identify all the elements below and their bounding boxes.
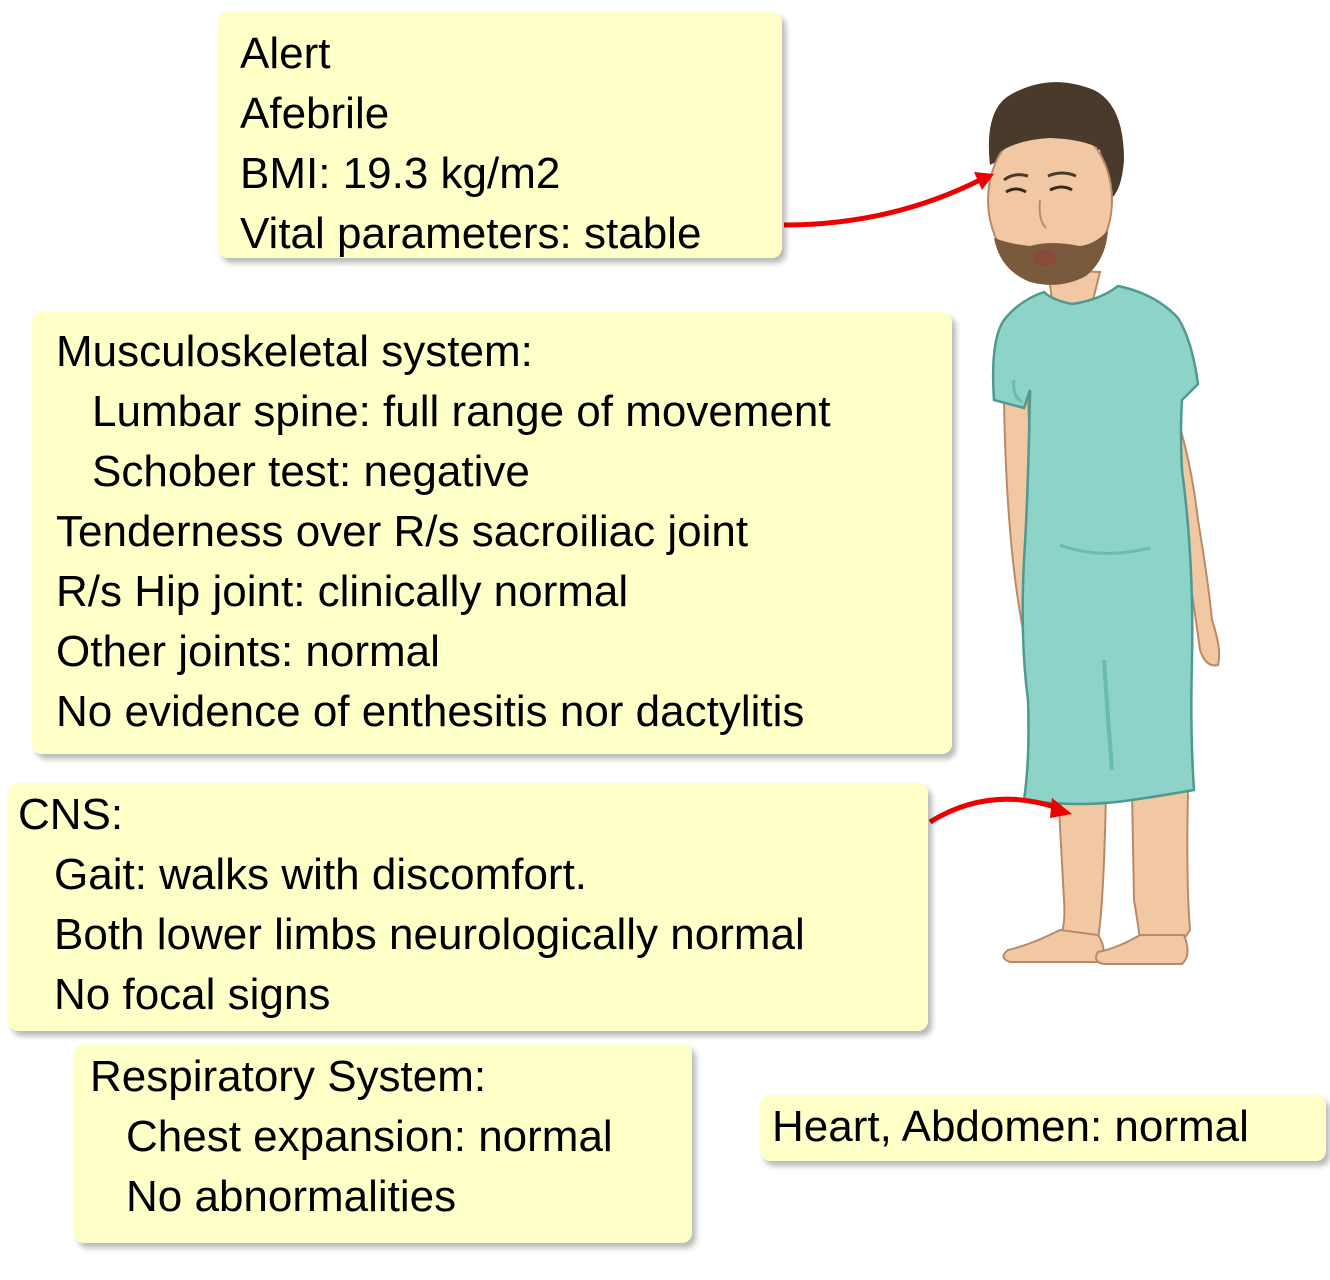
heart-abdomen-box: Heart, Abdomen: normal	[760, 1095, 1326, 1161]
patient-neck	[1046, 268, 1102, 309]
patient-legs	[1056, 789, 1192, 946]
patient-head	[987, 82, 1124, 285]
respiratory-sub-chest: Chest expansion: normal	[126, 1112, 613, 1161]
musculoskeletal-sub-lumbar: Lumbar spine: full range of movement	[92, 387, 831, 436]
general-line-bmi: BMI: 19.3 kg/m2	[240, 149, 561, 198]
musculoskeletal-sub-schober: Schober test: negative	[92, 447, 530, 496]
cns-heading: CNS:	[18, 790, 124, 839]
respiratory-sub-abnormalities: No abnormalities	[126, 1172, 457, 1221]
patient-gown	[991, 284, 1200, 806]
musculoskeletal-box: Musculoskeletal system: Lumbar spine: fu…	[32, 312, 952, 754]
cns-sub-lower-limbs: Both lower limbs neurologically normal	[54, 910, 805, 959]
musculoskeletal-line-other-joints: Other joints: normal	[56, 627, 440, 676]
respiratory-box: Respiratory System: Chest expansion: nor…	[74, 1043, 692, 1243]
heart-abdomen-text: Heart, Abdomen: normal	[772, 1102, 1249, 1151]
arrow-to-leg	[928, 796, 1072, 825]
cns-sub-gait: Gait: walks with discomfort.	[54, 850, 588, 899]
cns-sub-focal-signs: No focal signs	[54, 970, 331, 1019]
musculoskeletal-line-hip: R/s Hip joint: clinically normal	[56, 567, 629, 616]
general-findings-box: Alert Afebrile BMI: 19.3 kg/m2 Vital par…	[218, 12, 782, 258]
general-line-alert: Alert	[240, 29, 331, 78]
respiratory-heading: Respiratory System:	[90, 1052, 487, 1101]
musculoskeletal-line-tenderness: Tenderness over R/s sacroiliac joint	[56, 507, 749, 556]
general-line-vitals: Vital parameters: stable	[240, 209, 702, 258]
musculoskeletal-line-enthesitis: No evidence of enthesitis nor dactylitis	[56, 687, 805, 736]
patient-arms	[1002, 389, 1221, 667]
general-line-afebrile: Afebrile	[240, 89, 390, 138]
patient-feet	[1002, 928, 1189, 965]
cns-box: CNS: Gait: walks with discomfort. Both l…	[8, 783, 928, 1031]
musculoskeletal-heading: Musculoskeletal system:	[56, 327, 533, 376]
arrow-to-head	[783, 172, 994, 228]
